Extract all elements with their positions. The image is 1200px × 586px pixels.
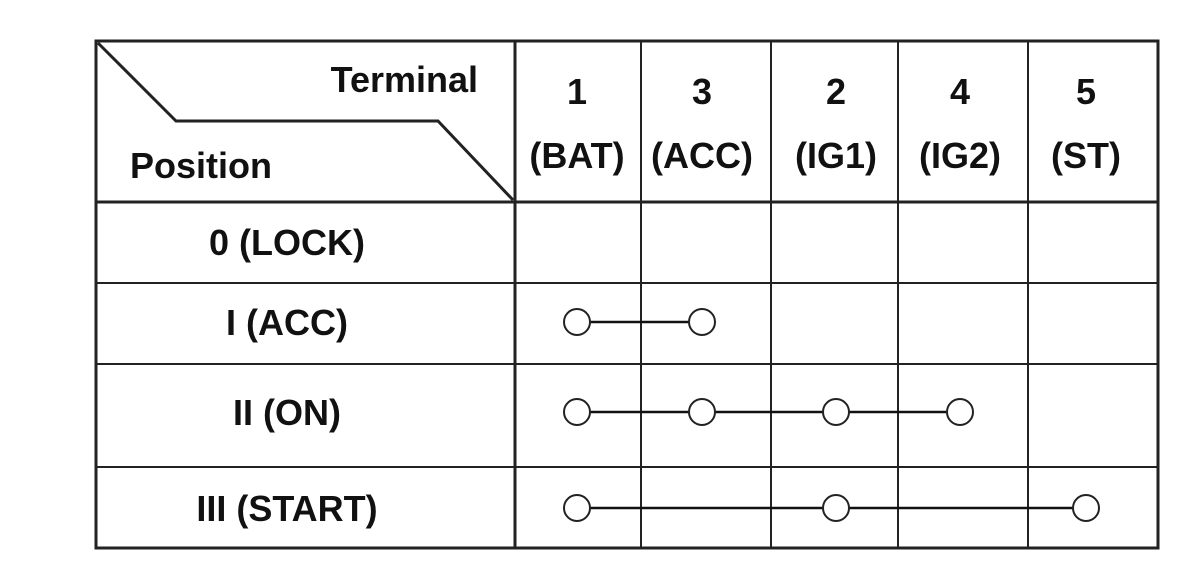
connection-node [563, 308, 591, 336]
terminal-name: (IG2) [919, 135, 1001, 176]
terminal-header-label: Terminal [331, 59, 478, 100]
table-border [94, 39, 1160, 550]
connections [563, 308, 1100, 522]
position-label: I (ACC) [226, 302, 348, 343]
position-label: II (ON) [233, 392, 341, 433]
position-labels: 0 (LOCK) I (ACC) II (ON) III (START) [196, 222, 377, 529]
position-header-label: Position [130, 145, 272, 186]
terminal-number: 1 [567, 71, 587, 112]
terminal-number: 2 [826, 71, 846, 112]
connection-node [822, 494, 850, 522]
connection-node [563, 398, 591, 426]
connection-node [688, 308, 716, 336]
terminal-number: 3 [692, 71, 712, 112]
terminal-number: 5 [1076, 71, 1096, 112]
position-label: 0 (LOCK) [209, 222, 365, 263]
terminal-name: (ACC) [651, 135, 753, 176]
header-diagonal [96, 41, 515, 202]
terminal-headers: 1 (BAT) 3 (ACC) 2 (IG1) 4 (IG2) 5 (ST) [529, 71, 1121, 176]
terminal-name: (ST) [1051, 135, 1121, 176]
connection-node [946, 398, 974, 426]
connection-node [822, 398, 850, 426]
terminal-number: 4 [950, 71, 970, 112]
connection-node [688, 398, 716, 426]
connection-node [1072, 494, 1100, 522]
terminal-name: (BAT) [529, 135, 624, 176]
connection-node [563, 494, 591, 522]
terminal-name: (IG1) [795, 135, 877, 176]
position-label: III (START) [196, 488, 377, 529]
